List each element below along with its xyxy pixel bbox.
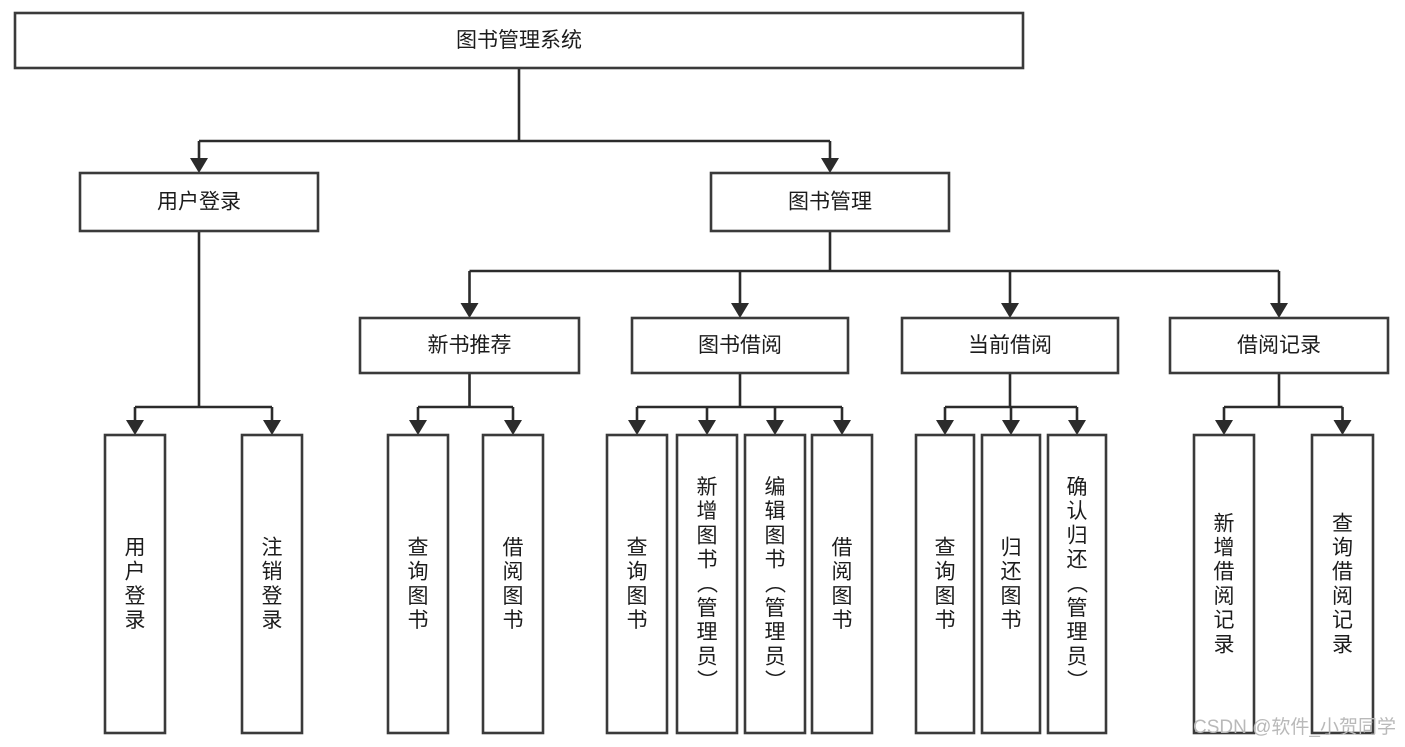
node-box[interactable] [675, 433, 739, 735]
node-leaf-用户登录[interactable]: 用户登录 [103, 433, 167, 735]
node-leaf-查询借阅记录[interactable]: 查询借阅记录 [1310, 433, 1375, 735]
node-box[interactable] [103, 433, 167, 735]
node-box[interactable] [1310, 433, 1375, 735]
node-leaf-借阅图书[interactable]: 借阅图书 [481, 433, 545, 735]
node-leaf-确认归还管理员[interactable]: 确认归还（管理员） [1046, 433, 1108, 735]
node-label: 新书推荐 [428, 334, 512, 357]
node-leaf-新增图书管理员[interactable]: 新增图书（管理员） [675, 433, 739, 735]
arrow-head-icon [1333, 420, 1352, 435]
node-branch-当前借阅[interactable]: 当前借阅 [900, 316, 1120, 375]
node-label: 查询借阅记录 [1332, 512, 1353, 656]
node-label: 用户登录 [157, 191, 241, 214]
node-label: 借阅图书 [503, 536, 524, 632]
node-box[interactable] [78, 171, 320, 233]
nodes-layer: 图书管理系统用户登录图书管理新书推荐图书借阅当前借阅借阅记录用户登录注销登录查询… [13, 11, 1390, 735]
node-leaf-新增借阅记录[interactable]: 新增借阅记录 [1192, 433, 1256, 735]
node-root-图书管理系统[interactable]: 图书管理系统 [13, 11, 1025, 70]
node-box[interactable] [240, 433, 304, 735]
arrow-head-icon [504, 420, 522, 435]
node-box[interactable] [900, 316, 1120, 375]
arrow-head-icon [731, 303, 749, 318]
node-leaf-归还图书[interactable]: 归还图书 [980, 433, 1042, 735]
arrow-head-icon [1001, 303, 1019, 318]
node-leaf-查询图书[interactable]: 查询图书 [605, 433, 669, 735]
arrow-head-icon [628, 420, 646, 435]
node-label: 图书管理 [788, 191, 872, 214]
node-label: 新增图书（管理员） [697, 476, 719, 693]
node-leaf-编辑图书管理员[interactable]: 编辑图书（管理员） [743, 433, 807, 735]
node-box[interactable] [1192, 433, 1256, 735]
arrow-head-icon [1270, 303, 1288, 318]
node-box[interactable] [1168, 316, 1390, 375]
node-box[interactable] [386, 433, 450, 735]
node-branch-新书推荐[interactable]: 新书推荐 [358, 316, 581, 375]
node-box[interactable] [743, 433, 807, 735]
node-branch-图书借阅[interactable]: 图书借阅 [630, 316, 850, 375]
node-box[interactable] [914, 433, 976, 735]
node-leaf-查询图书[interactable]: 查询图书 [914, 433, 976, 735]
node-label: 查询图书 [627, 536, 648, 632]
arrow-head-icon [1215, 420, 1233, 435]
node-leaf-查询图书[interactable]: 查询图书 [386, 433, 450, 735]
node-box[interactable] [13, 11, 1025, 70]
node-branch-借阅记录[interactable]: 借阅记录 [1168, 316, 1390, 375]
node-leaf-借阅图书[interactable]: 借阅图书 [810, 433, 874, 735]
arrow-head-icon [1002, 420, 1020, 435]
node-box[interactable] [980, 433, 1042, 735]
node-label: 图书借阅 [698, 334, 782, 357]
node-leaf-注销登录[interactable]: 注销登录 [240, 433, 304, 735]
node-branch-用户登录[interactable]: 用户登录 [78, 171, 320, 233]
node-label: 借阅记录 [1237, 334, 1321, 357]
node-label: 编辑图书（管理员） [765, 476, 787, 693]
node-box[interactable] [810, 433, 874, 735]
node-label: 图书管理系统 [456, 29, 582, 52]
node-box[interactable] [358, 316, 581, 375]
arrow-head-icon [126, 420, 144, 435]
connectors-layer [126, 68, 1352, 435]
node-box[interactable] [630, 316, 850, 375]
node-label: 注销登录 [262, 536, 283, 632]
arrow-head-icon [698, 420, 716, 435]
node-label: 归还图书 [1001, 536, 1022, 632]
node-label: 新增借阅记录 [1214, 512, 1235, 656]
arrow-head-icon [460, 303, 479, 318]
node-box[interactable] [1046, 433, 1108, 735]
node-label: 当前借阅 [968, 334, 1052, 357]
arrow-head-icon [821, 158, 839, 173]
arrow-head-icon [1068, 420, 1086, 435]
arrow-head-icon [766, 420, 784, 435]
node-box[interactable] [481, 433, 545, 735]
arrow-head-icon [833, 420, 851, 435]
node-branch-图书管理[interactable]: 图书管理 [709, 171, 951, 233]
csdn-watermark: CSDN @软件_小贺同学 [1193, 716, 1396, 738]
arrow-head-icon [936, 420, 954, 435]
node-label: 确认归还（管理员） [1067, 476, 1089, 693]
node-label: 查询图书 [408, 536, 429, 632]
node-box[interactable] [605, 433, 669, 735]
node-label: 借阅图书 [832, 536, 853, 632]
arrow-head-icon [263, 420, 281, 435]
node-label: 查询图书 [935, 536, 956, 632]
node-label: 用户登录 [125, 536, 146, 632]
arrow-head-icon [409, 420, 427, 435]
node-box[interactable] [709, 171, 951, 233]
arrow-head-icon [190, 158, 208, 173]
